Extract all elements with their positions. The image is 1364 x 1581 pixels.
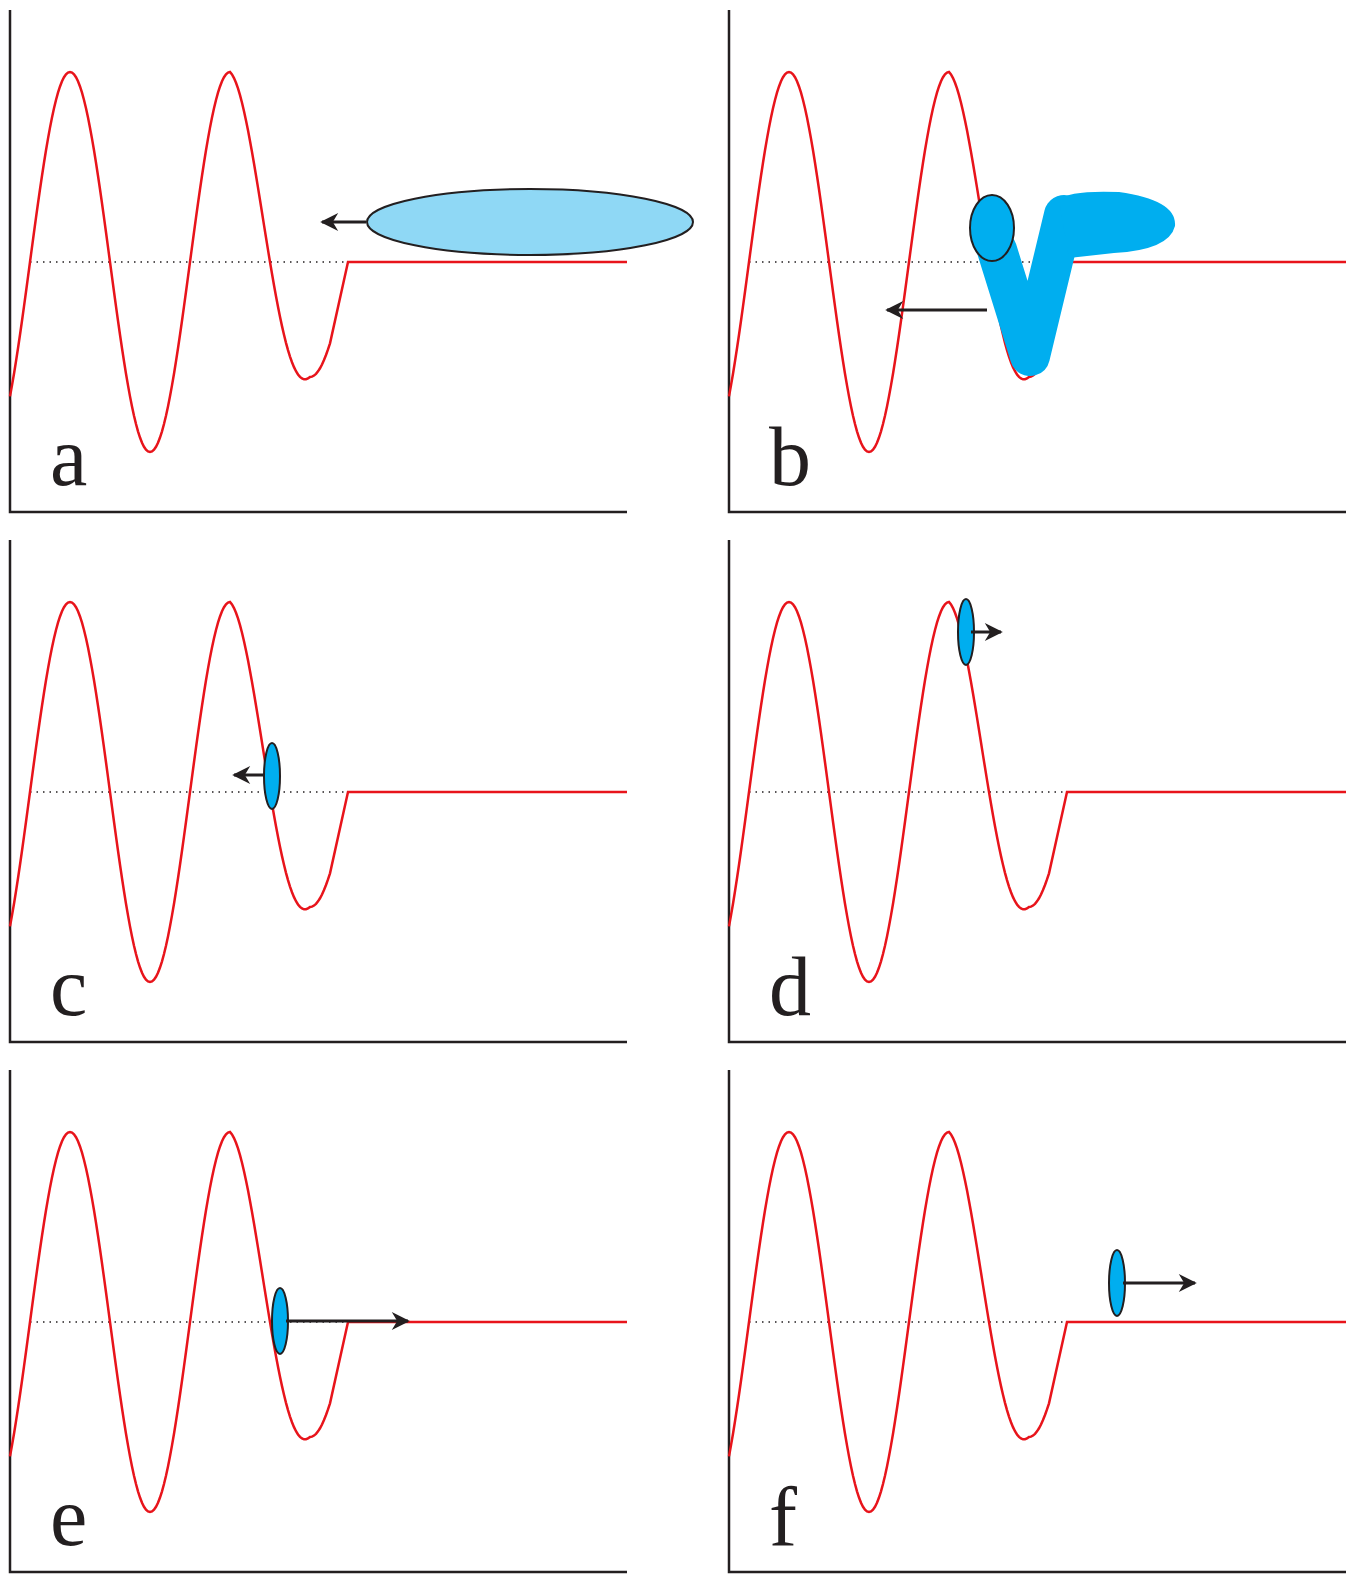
panel-letter: d [769, 945, 811, 1029]
wave-curve [10, 72, 627, 452]
motion-arrow [322, 221, 366, 224]
blue-particle [1109, 1250, 1125, 1316]
panel-letter: a [50, 415, 87, 499]
motion-arrow [887, 309, 987, 312]
axes [10, 540, 627, 1042]
panel-letter: c [50, 945, 87, 1029]
wave-curve [729, 602, 1346, 982]
baseline [30, 791, 345, 793]
axes [10, 1070, 627, 1572]
motion-arrow [286, 1320, 408, 1323]
panel [10, 540, 627, 1042]
wide-packet [367, 189, 693, 255]
axes [10, 10, 627, 512]
panel-letter: b [769, 415, 811, 499]
wave-curve [10, 1132, 627, 1512]
axes [729, 10, 1346, 512]
axes [729, 540, 1346, 1042]
split-packet [1059, 192, 1175, 258]
panel [729, 10, 1346, 512]
wave-curve [729, 72, 1346, 452]
panel [10, 1070, 627, 1572]
panel [729, 540, 1346, 1042]
panel-letter: f [769, 1475, 797, 1559]
panel [729, 1070, 1346, 1572]
motion-arrow [1123, 1282, 1195, 1285]
wave-curve [10, 602, 627, 982]
baseline [749, 1321, 1064, 1323]
baseline [30, 261, 345, 263]
wave-curve [729, 1132, 1346, 1512]
motion-arrow [234, 774, 264, 777]
axes [729, 1070, 1346, 1572]
panel-letter: e [50, 1475, 87, 1559]
motion-arrow [971, 631, 1001, 634]
blue-particle [970, 195, 1014, 261]
blue-particle [272, 1288, 288, 1354]
panel [10, 10, 693, 512]
baseline [749, 791, 1064, 793]
blue-particle [264, 743, 280, 809]
